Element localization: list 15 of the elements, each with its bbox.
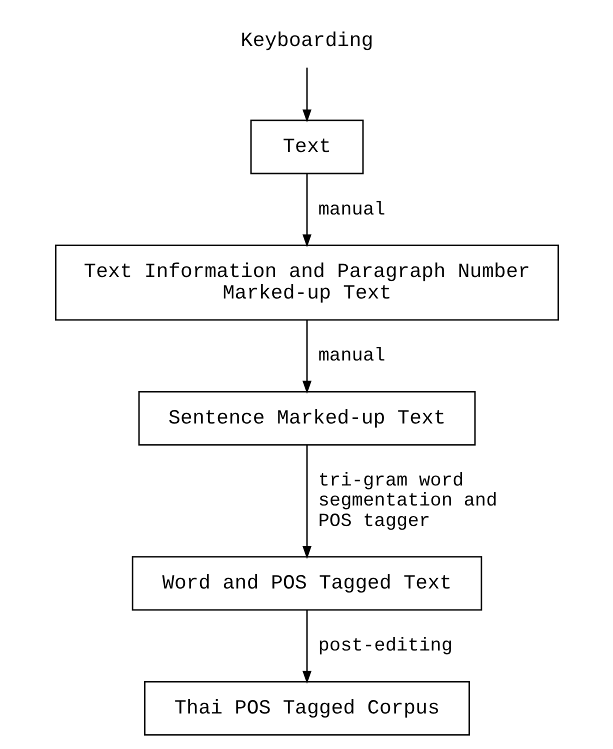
node-box: Text Information and Paragraph Number Marked-up Text [54,244,558,321]
arrow [302,174,312,248]
node-box: Text [250,120,364,174]
edge-label: tri-gram word segmentation and POS tagger [318,470,497,532]
node-box: Sentence Marked-up Text [138,391,476,446]
arrow [302,610,312,684]
node-text: Keyboarding [240,30,373,53]
edge-label: post-editing [318,634,452,657]
edge-label: manual [318,344,385,367]
arrow [302,68,312,122]
arrow [302,320,312,394]
arrow [302,445,312,559]
node-box: Thai POS Tagged Corpus [144,681,470,736]
edge-label: manual [318,198,385,220]
node-box: Word and POS Tagged Text [131,556,482,611]
